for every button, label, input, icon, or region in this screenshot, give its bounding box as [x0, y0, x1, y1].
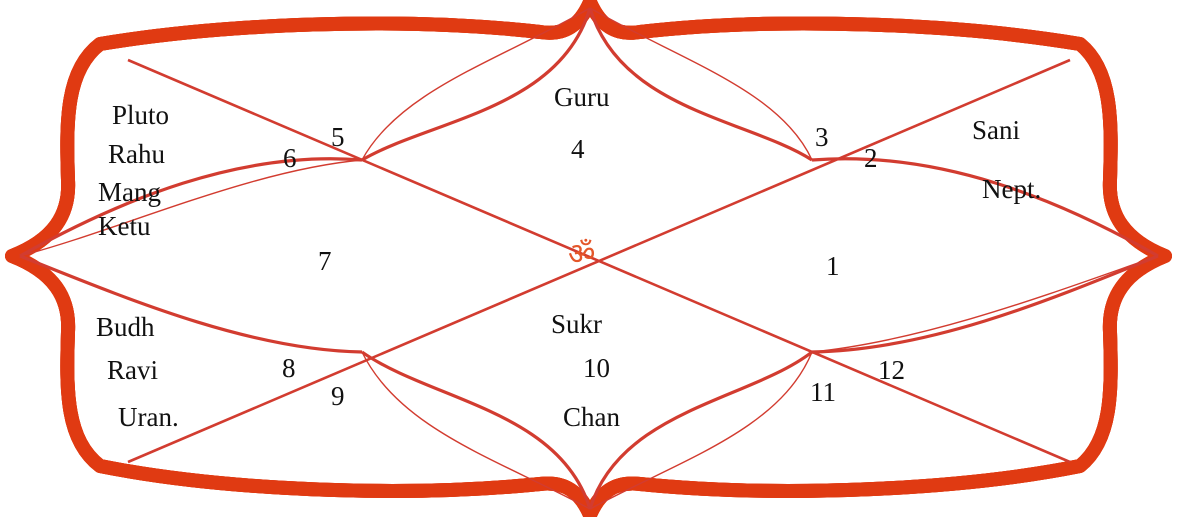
house-number-1: 1 [826, 251, 840, 281]
planet-label: Sani [972, 115, 1021, 145]
diamond-right-top-edge [811, 157, 1159, 258]
planet-label: Pluto [112, 100, 170, 130]
house-number-5: 5 [331, 122, 345, 152]
ornate-border [5, 0, 1172, 517]
thin-curve-bottom-right [589, 351, 813, 510]
thin-curve-top-right [589, 7, 813, 161]
om-symbol: ॐ [568, 237, 596, 272]
planet-label: Sukr [551, 309, 603, 339]
house-number-3: 3 [815, 122, 829, 152]
planet-label: Budh [96, 312, 155, 342]
diamond-left-top-edge [19, 157, 363, 258]
planet-label: Rahu [108, 139, 165, 169]
diagonal-line-2 [127, 58, 1071, 464]
planet-label: Guru [554, 82, 610, 112]
diamond-top-right-edge [588, 7, 813, 162]
diamond-right-bottom-edge [811, 254, 1159, 354]
house-number-10: 10 [583, 353, 610, 383]
thin-curve-top-left [361, 7, 591, 161]
planet-label: Mang [98, 177, 161, 207]
house-number-2: 2 [864, 143, 878, 173]
planet-label: Ravi [107, 355, 158, 385]
planet-label: Chan [563, 402, 620, 432]
thin-curve-bottom-left [361, 351, 591, 510]
planet-label: Uran. [118, 402, 179, 432]
diamond-bottom-right-edge [588, 350, 813, 510]
chart-lines [19, 7, 1159, 510]
house-number-9: 9 [331, 381, 345, 411]
house-number-6: 6 [283, 143, 297, 173]
planet-label: Ketu [98, 211, 151, 241]
house-number-4: 4 [571, 134, 585, 164]
planet-label: Nept. [982, 174, 1042, 204]
thin-curve-left-upper [19, 159, 363, 257]
diamond-left-bottom-edge [19, 254, 363, 354]
thin-curve-right-lower [811, 255, 1159, 353]
diamond-bottom-left-edge [361, 350, 592, 510]
house-number-11: 11 [810, 377, 836, 407]
house-number-12: 12 [878, 355, 905, 385]
house-number-7: 7 [318, 246, 332, 276]
house-number-8: 8 [282, 353, 296, 383]
diamond-top-left-edge [361, 7, 592, 162]
